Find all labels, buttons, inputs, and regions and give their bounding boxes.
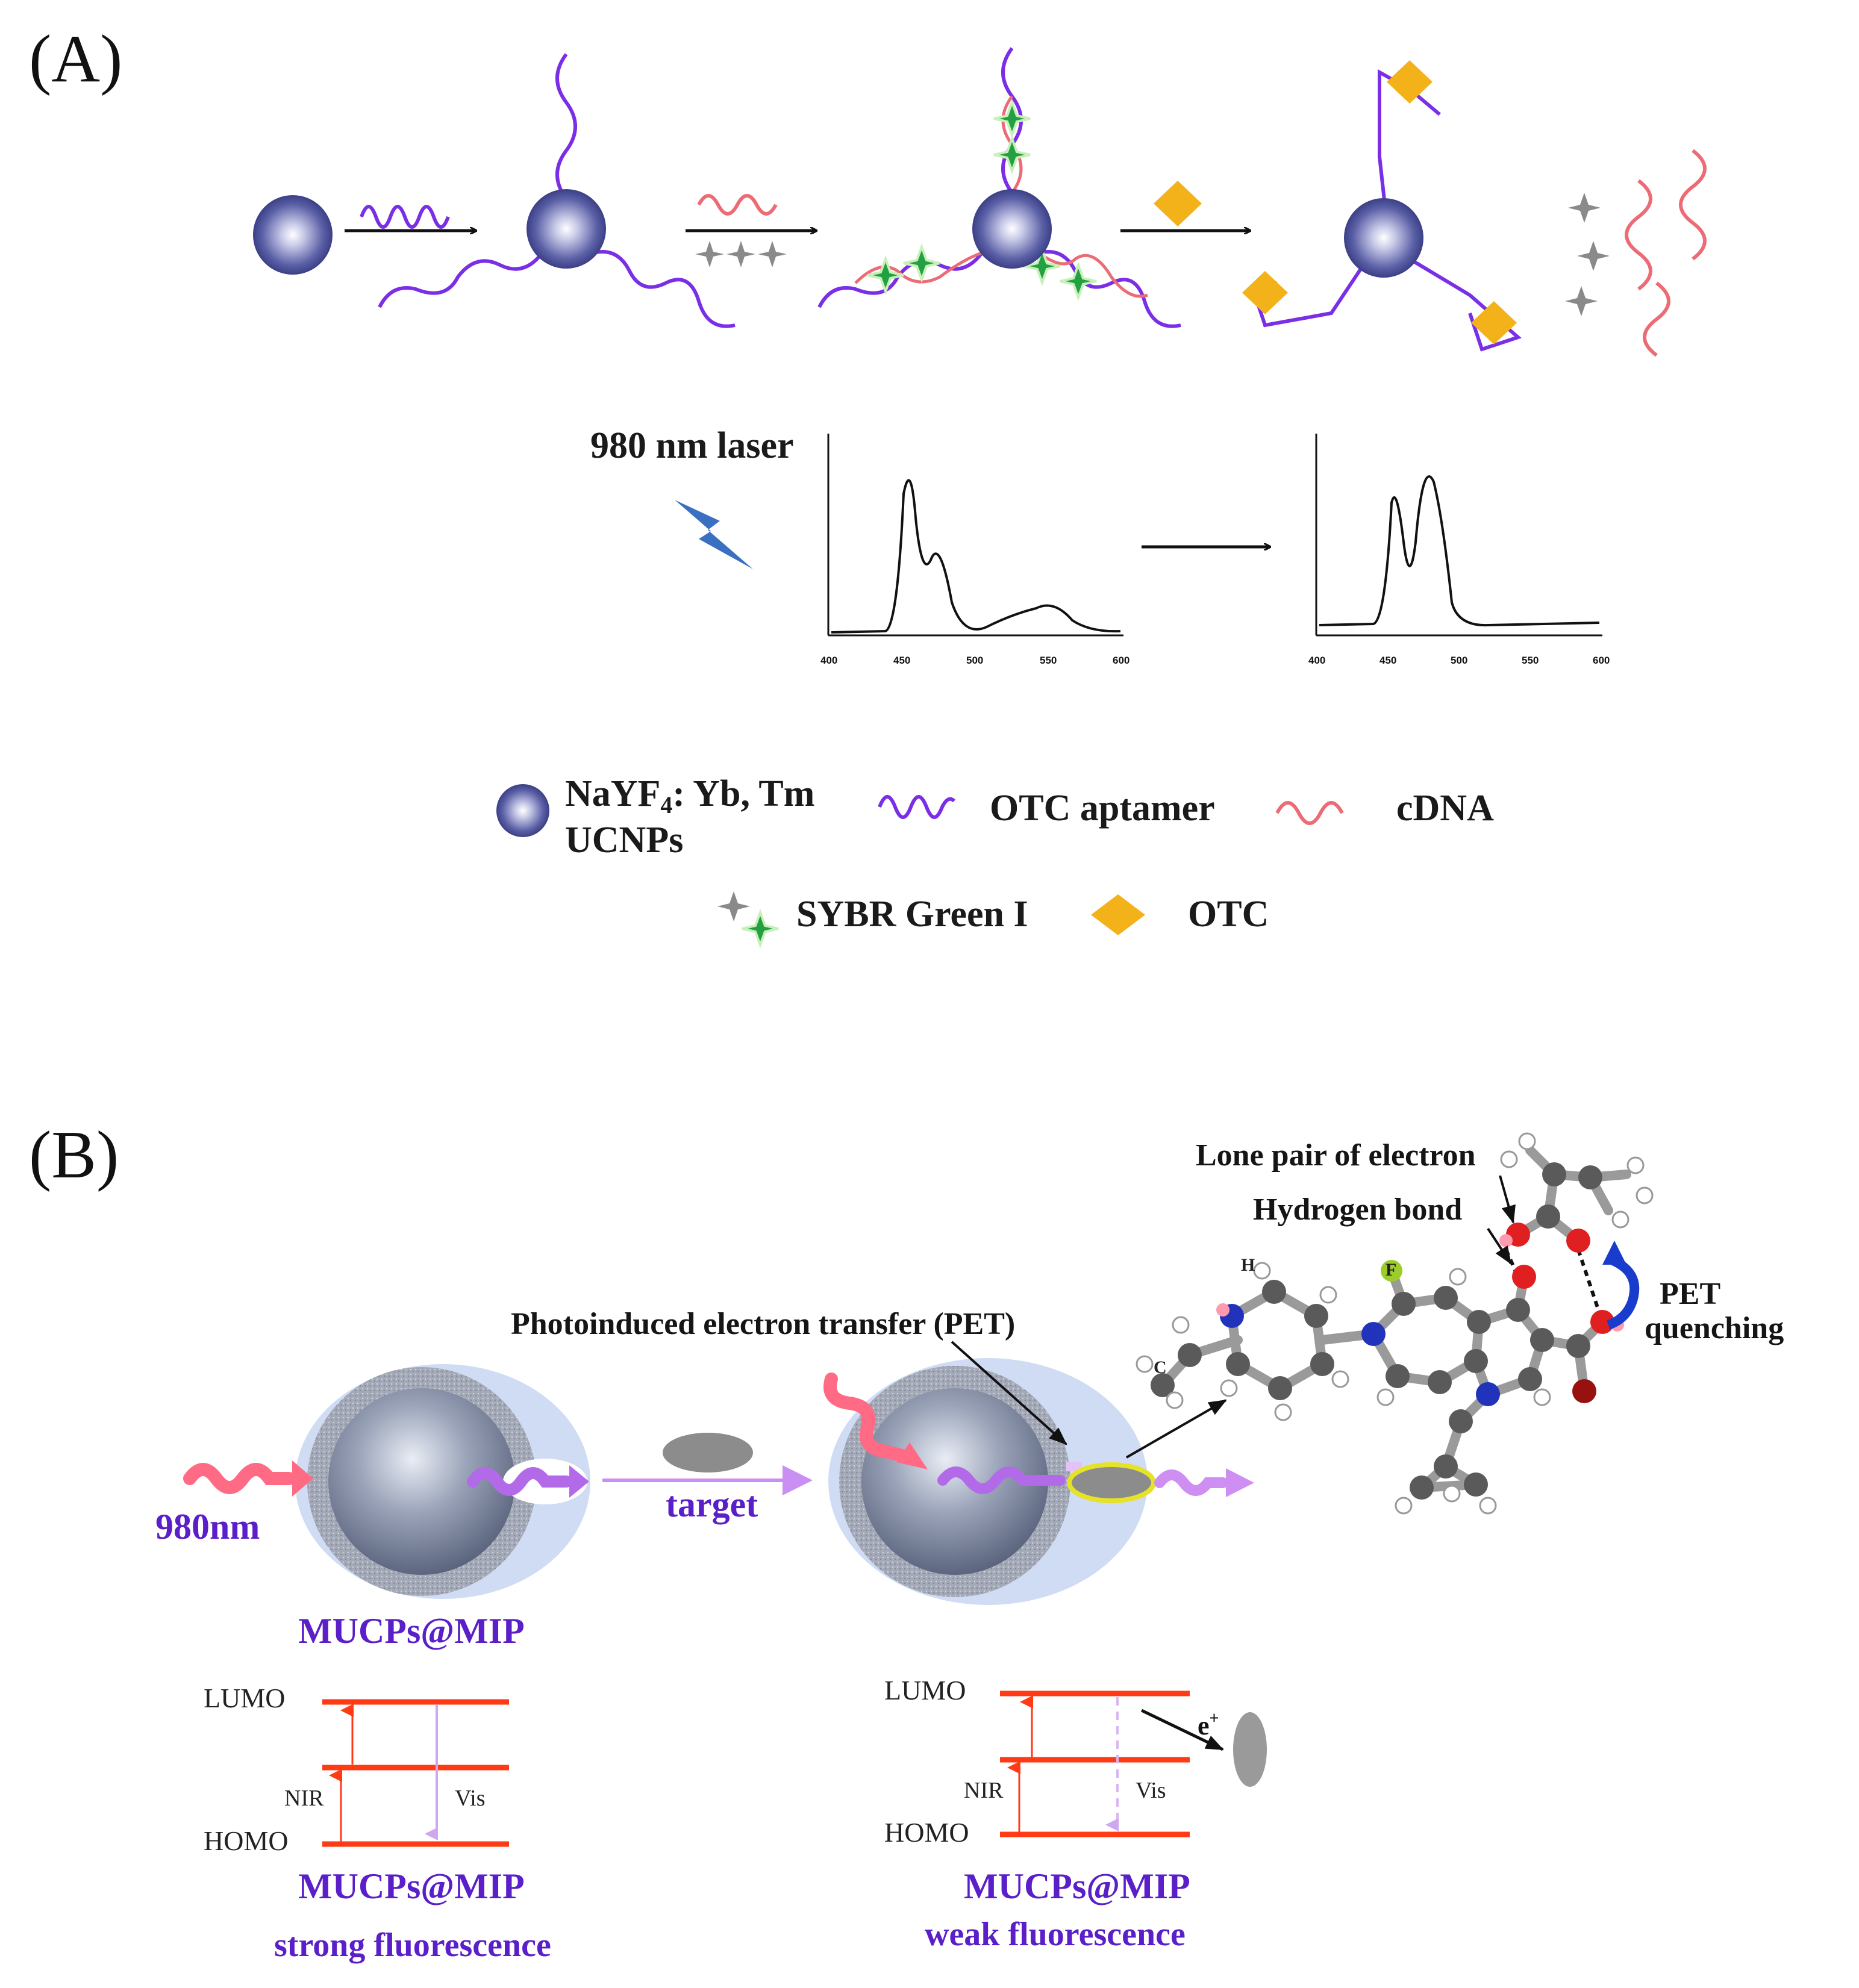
emission-wave-right [937, 1462, 1254, 1503]
pet-quenching-line2: quenching [1645, 1311, 1784, 1345]
ucnp-with-otc-bound [1242, 60, 1522, 352]
mucp-mip-label: MUCPs@MIP [298, 1611, 525, 1651]
svg-text:LUMO: LUMO [884, 1675, 966, 1706]
svg-text:LUMO: LUMO [204, 1683, 285, 1713]
legend-sybr: SYBR Green I [717, 891, 1028, 949]
molecule-pointer-arrow [1126, 1399, 1227, 1459]
svg-text:NIR: NIR [964, 1778, 1004, 1803]
energy-diagram-right: LUMO HOMO NIR Vis e+ [884, 1675, 1267, 1848]
strong-fluorescence-label: strong fluorescence [274, 1927, 551, 1964]
released-sybr-stars [1565, 193, 1610, 316]
svg-text:500: 500 [1451, 655, 1467, 666]
svg-text:H: H [1241, 1255, 1255, 1275]
lone-pair-label: Lone pair of electron [1196, 1138, 1476, 1173]
pet-pointer-arrow [951, 1341, 1067, 1445]
svg-text:550: 550 [1522, 655, 1539, 666]
svg-text:UCNPs: UCNPs [565, 820, 683, 861]
pet-label: Photoinduced electron transfer (PET) [511, 1307, 1015, 1341]
cdna-wave-icon [697, 194, 778, 216]
svg-text:NaYF4: Yb, Tm: NaYF4: Yb, Tm [565, 773, 814, 818]
ucnp-with-aptamers [378, 53, 736, 328]
svg-text:SYBR Green I: SYBR Green I [796, 894, 1028, 935]
molecule-model: H F C [1136, 1132, 1654, 1515]
svg-text:cDNA: cDNA [1396, 788, 1494, 829]
svg-text:Vis: Vis [1136, 1778, 1166, 1803]
laser-label: 980 nm laser [590, 425, 794, 466]
legend-cdna: cDNA [1275, 788, 1494, 829]
ucnp-particle-bare [253, 195, 333, 275]
otc-diamond-icon [1154, 181, 1202, 226]
svg-text:450: 450 [1379, 655, 1396, 666]
svg-text:OTC aptamer: OTC aptamer [990, 788, 1215, 829]
legend-otc: OTC [1091, 894, 1269, 935]
legend-aptamer: OTC aptamer [878, 788, 1215, 829]
lone-pair-pointer [1499, 1175, 1516, 1224]
nir-980-label: 980nm [155, 1507, 260, 1547]
svg-text:Vis: Vis [455, 1786, 486, 1811]
hydrogen-bond-label: Hydrogen bond [1253, 1192, 1462, 1227]
right-diagram-title: MUCPs@MIP [964, 1866, 1190, 1906]
svg-text:HOMO: HOMO [884, 1817, 969, 1848]
weak-fluorescence-label: weak fluorescence [925, 1916, 1186, 1953]
target-label: target [666, 1485, 758, 1524]
spectrum-before: 400 450 500 550 600 [820, 434, 1129, 666]
pet-quenching-line1: PET [1660, 1277, 1720, 1311]
panel-a-label: (A) [29, 22, 122, 96]
panel-b-label: (B) [29, 1118, 119, 1192]
hydrogen-bond-pointer [1487, 1227, 1512, 1265]
released-cdna-strands [1625, 149, 1707, 357]
aptamer-wave-icon [360, 205, 450, 229]
pet-quenching-curved-arrow [1602, 1241, 1640, 1330]
sybr-stars-icon [695, 241, 787, 267]
svg-text:OTC: OTC [1188, 894, 1269, 935]
laser-bolt-icon [675, 500, 753, 569]
ucnp-with-duplex [817, 47, 1181, 328]
spectrum-after: 400 450 500 550 600 [1308, 434, 1610, 666]
svg-text:C: C [1154, 1357, 1167, 1377]
svg-text:400: 400 [820, 655, 837, 666]
svg-text:NIR: NIR [284, 1786, 324, 1811]
left-diagram-title: MUCPs@MIP [298, 1866, 525, 1906]
emission-wave-left [467, 1459, 589, 1504]
nir-wave-arrow-right [823, 1373, 928, 1469]
bound-target-ellipse [1067, 1462, 1156, 1503]
svg-text:600: 600 [1593, 655, 1610, 666]
svg-text:F: F [1386, 1260, 1396, 1280]
energy-diagram-left: LUMO HOMO NIR Vis [204, 1683, 509, 1856]
mucp-mip-particle-left [295, 1364, 590, 1599]
svg-text:e+: e+ [1198, 1709, 1219, 1740]
target-molecule-icon [663, 1433, 753, 1472]
svg-text:500: 500 [966, 655, 983, 666]
legend: NaYF4: Yb, Tm UCNPs OTC aptamer cDNA SYB… [496, 773, 1494, 949]
svg-text:HOMO: HOMO [204, 1825, 289, 1856]
svg-text:400: 400 [1308, 655, 1325, 666]
legend-ucnp: NaYF4: Yb, Tm UCNPs [496, 773, 814, 861]
svg-text:550: 550 [1040, 655, 1057, 666]
svg-text:600: 600 [1113, 655, 1129, 666]
svg-text:450: 450 [893, 655, 910, 666]
acceptor-target-ellipse [1233, 1712, 1267, 1787]
nir-wave-arrow-left [183, 1460, 313, 1497]
